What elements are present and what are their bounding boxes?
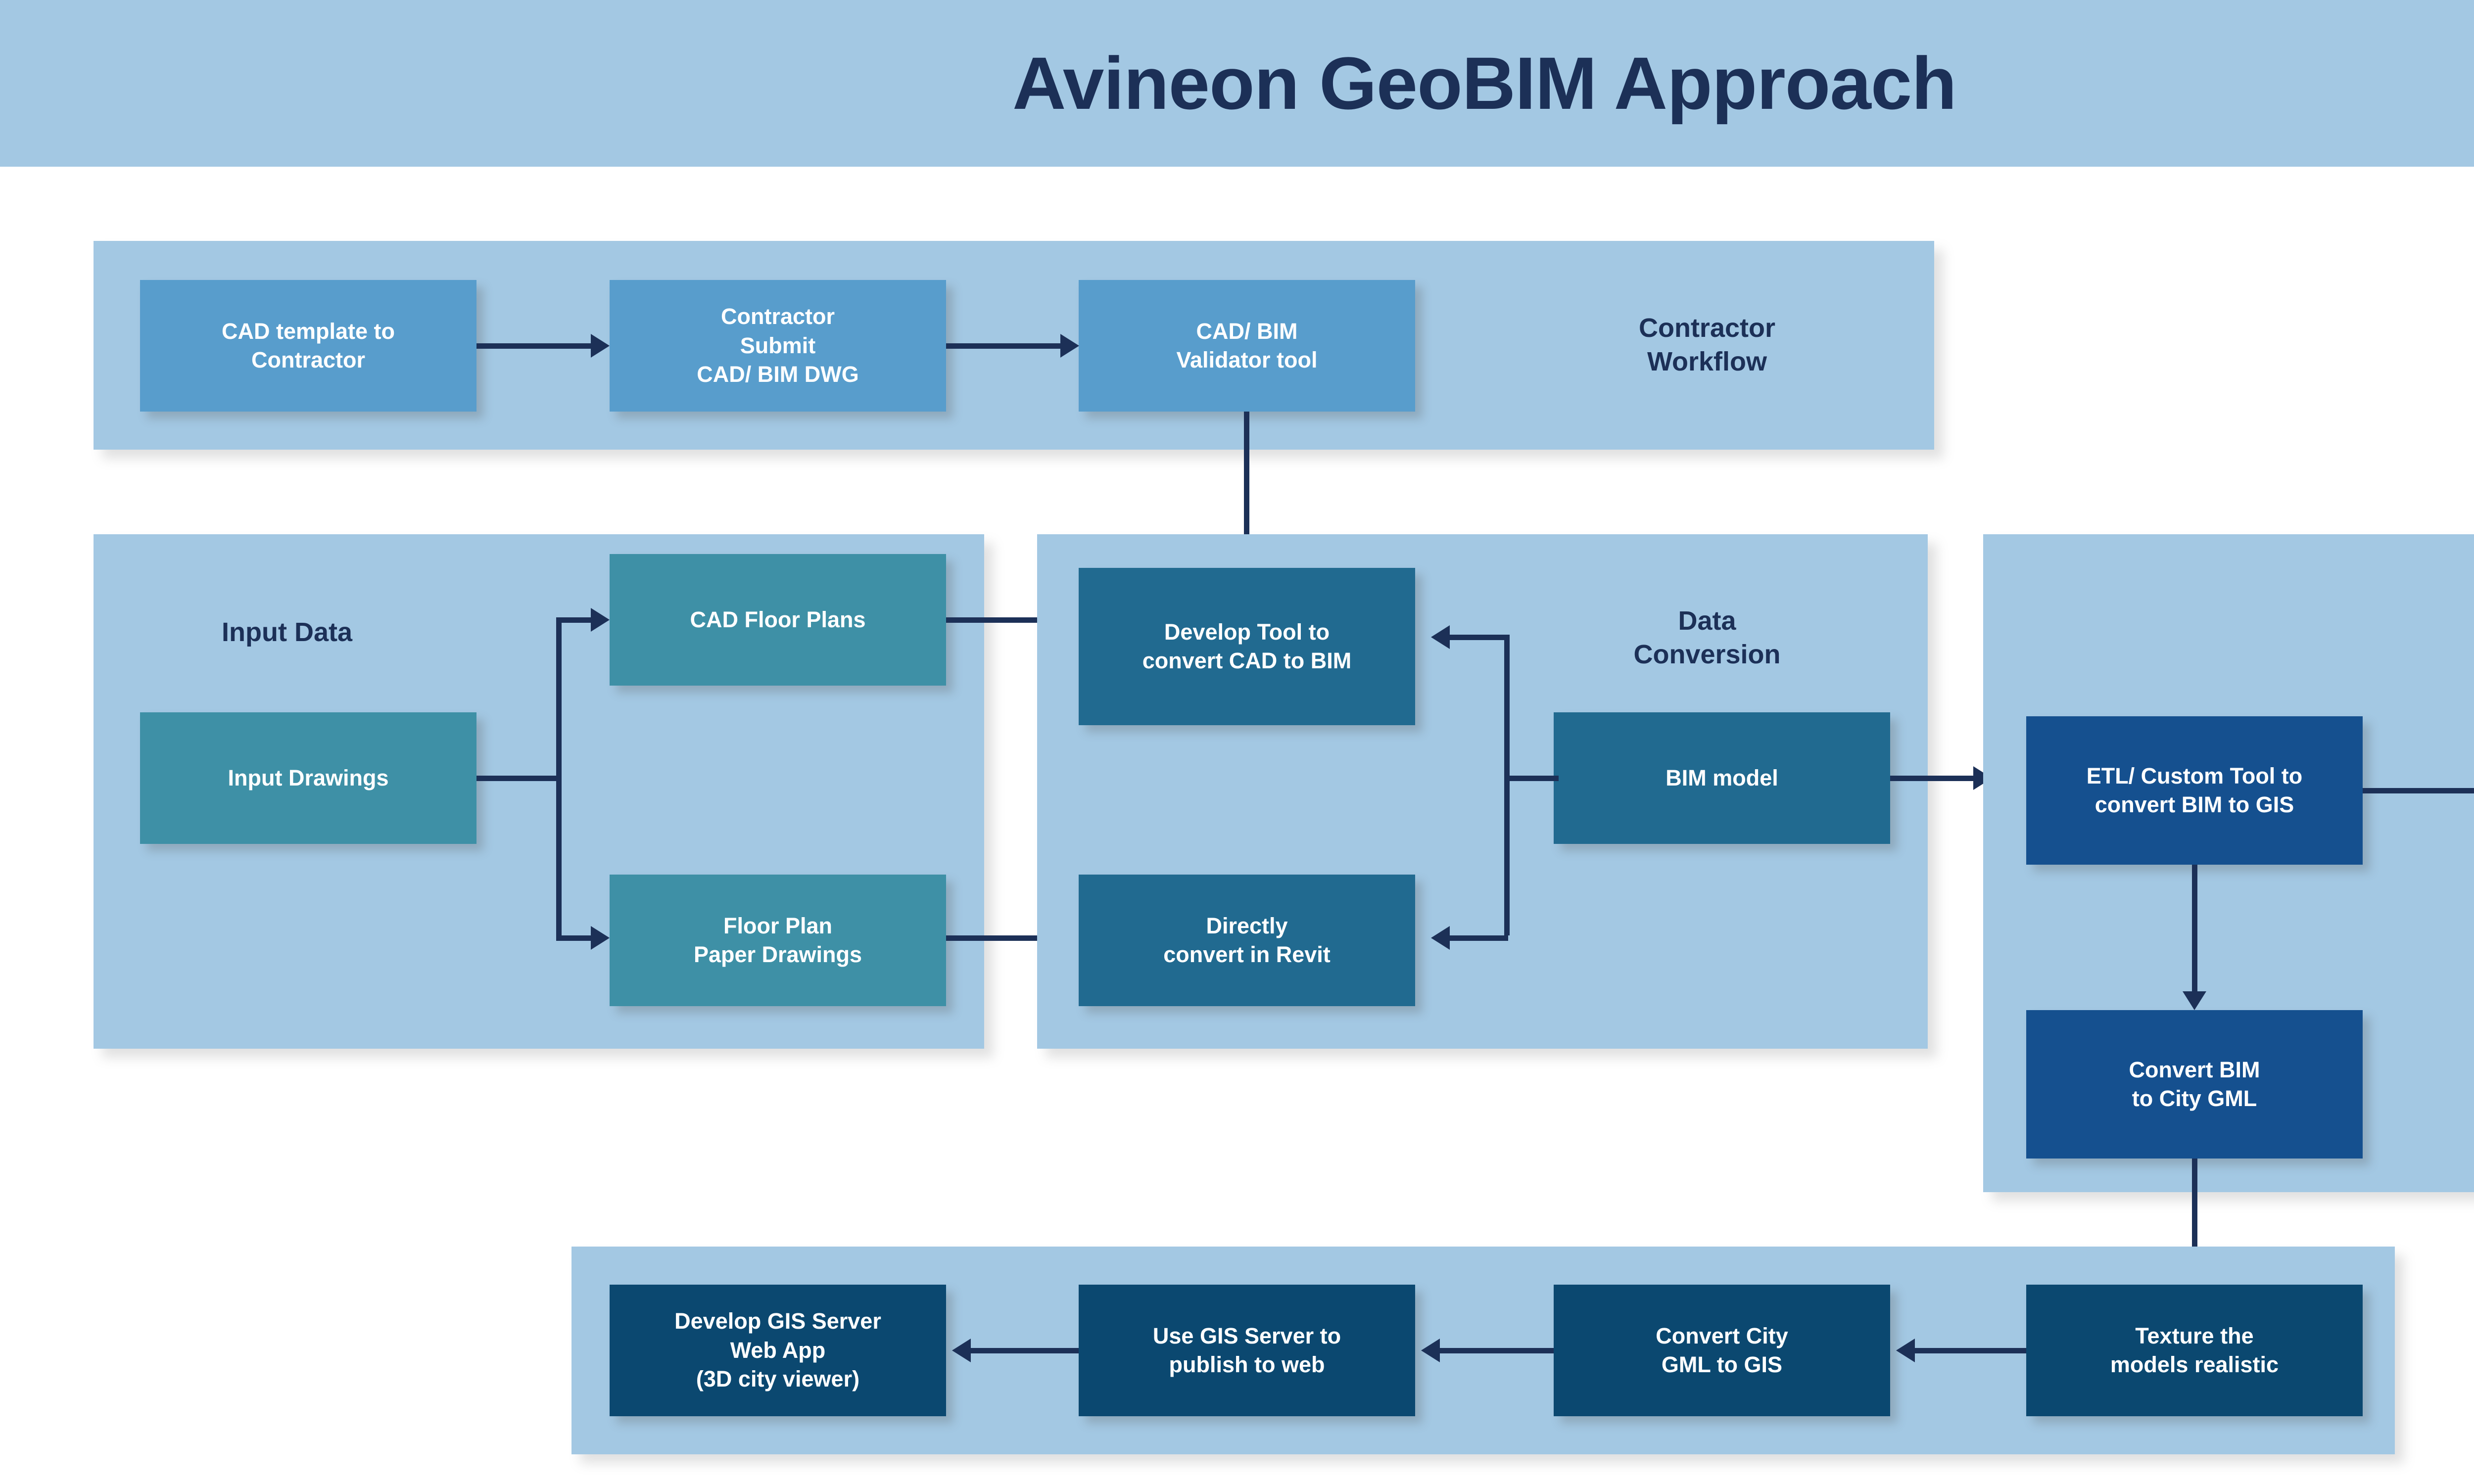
arrowhead-to-paper-drawings xyxy=(591,926,610,950)
connector-split-to-paper-drawings xyxy=(556,935,592,941)
group-label-contractor-workflow: Contractor Workflow xyxy=(1638,313,1775,376)
page-title: Avineon GeoBIM Approach xyxy=(1012,42,1957,125)
arrowhead-submit-to-validator xyxy=(1060,334,1079,358)
arrowhead-bim-to-revit xyxy=(1431,926,1450,950)
box-convert-city-gml-to-gis[interactable]: Convert City GML to GIS xyxy=(1554,1285,1890,1416)
group-label-input-data: Input Data xyxy=(222,617,352,647)
connector-bim-model-stem xyxy=(1504,776,1559,781)
arrowhead-texture-to-convert-citygml xyxy=(1896,1339,1915,1362)
arrowhead-etl-to-citygml xyxy=(2183,991,2206,1010)
box-contractor-submit[interactable]: Contractor Submit CAD/ BIM DWG xyxy=(610,280,946,412)
connector-convert-citygml-to-use-gis xyxy=(1440,1348,1554,1353)
connector-bim-to-revit xyxy=(1450,935,1508,941)
box-use-gis-server-to-publish[interactable]: Use GIS Server to publish to web xyxy=(1079,1285,1415,1416)
box-input-drawings[interactable]: Input Drawings xyxy=(140,712,476,844)
group-label-web-enabling: Web enabling and App development xyxy=(2464,601,2474,668)
header-band xyxy=(0,0,2474,167)
box-cad-template-to-contractor[interactable]: CAD template to Contractor xyxy=(140,280,476,412)
arrowhead-bim-to-develop-tool xyxy=(1431,625,1450,649)
arrowhead-convert-citygml-to-use-gis xyxy=(1421,1339,1440,1362)
connector-validator-to-develop-tool xyxy=(1244,412,1249,549)
connector-etl-to-citygml xyxy=(2192,865,2197,991)
connector-texture-to-convert-citygml xyxy=(1915,1348,2026,1353)
connector-bim-to-develop-tool xyxy=(1450,635,1508,640)
connector-template-to-submit xyxy=(476,343,591,349)
box-cad-floor-plans[interactable]: CAD Floor Plans xyxy=(610,554,946,686)
box-cad-bim-validator-tool[interactable]: CAD/ BIM Validator tool xyxy=(1079,280,1415,412)
box-develop-tool-convert-cad-to-bim[interactable]: Develop Tool to convert CAD to BIM xyxy=(1079,568,1415,725)
connector-input-drawings-stem xyxy=(476,776,562,781)
arrowhead-use-gis-to-develop-webapp xyxy=(952,1339,971,1362)
connector-paper-drawings-to-revit xyxy=(946,935,1060,941)
connector-cad-floor-plans-to-develop-tool xyxy=(946,617,1060,623)
arrowhead-to-cad-floor-plans xyxy=(591,608,610,632)
group-label-data-conversion: Data Conversion xyxy=(1633,606,1781,669)
box-develop-gis-server-web-app[interactable]: Develop GIS Server Web App (3D city view… xyxy=(610,1285,946,1416)
box-texture-the-models[interactable]: Texture the models realistic xyxy=(2026,1285,2363,1416)
connector-submit-to-validator xyxy=(946,343,1060,349)
connector-input-drawings-split xyxy=(556,617,562,941)
arrowhead-template-to-submit xyxy=(591,334,610,358)
box-floor-plan-paper-drawings[interactable]: Floor Plan Paper Drawings xyxy=(610,875,946,1006)
connector-split-to-cad-floor-plans xyxy=(556,617,592,623)
connector-bim-model-to-etl xyxy=(1890,776,1973,781)
connector-use-gis-to-develop-webapp xyxy=(971,1348,1079,1353)
connector-citygml-to-texture xyxy=(2192,1159,2197,1269)
box-directly-convert-in-revit[interactable]: Directly convert in Revit xyxy=(1079,875,1415,1006)
box-bim-model[interactable]: BIM model xyxy=(1554,712,1890,844)
box-convert-bim-to-city-gml[interactable]: Convert BIM to City GML xyxy=(2026,1010,2363,1159)
connector-etl-to-gis-server xyxy=(2363,788,2474,793)
box-etl-custom-tool[interactable]: ETL/ Custom Tool to convert BIM to GIS xyxy=(2026,716,2363,865)
connector-bim-model-split xyxy=(1504,635,1510,935)
